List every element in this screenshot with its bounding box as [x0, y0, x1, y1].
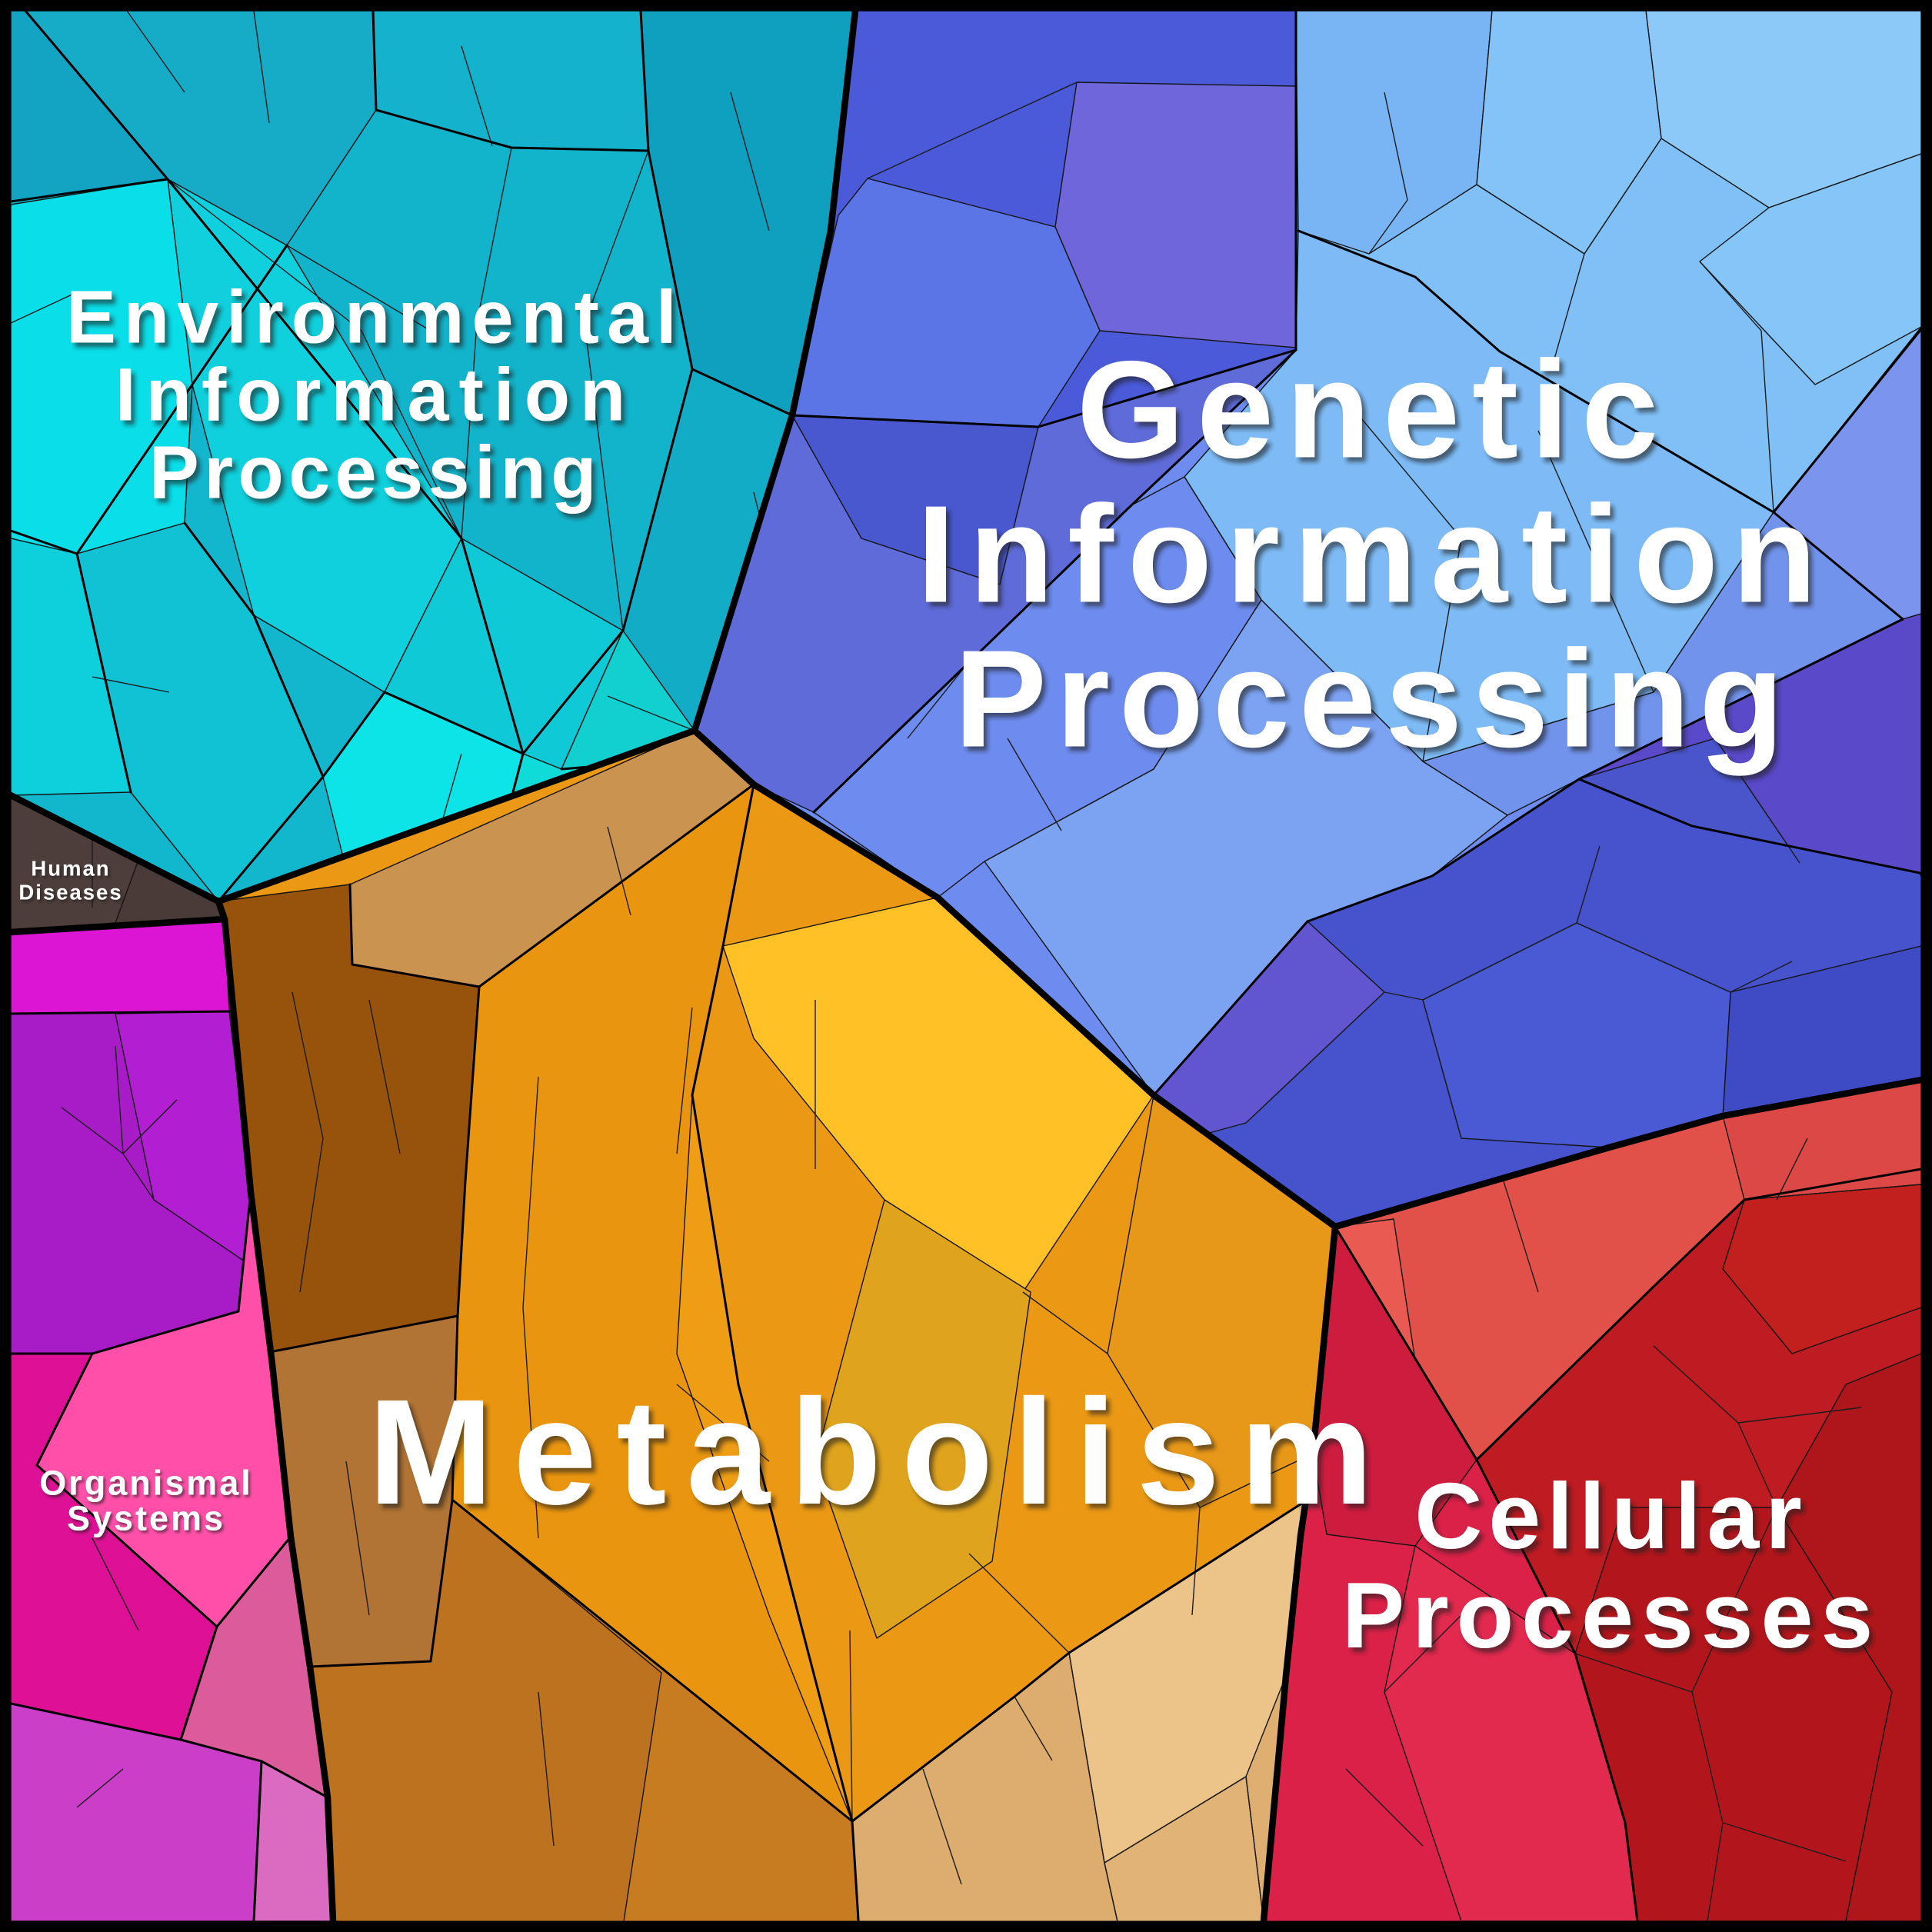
svg-text:Information: Information: [917, 478, 1830, 632]
svg-text:Processes: Processes: [1342, 1563, 1880, 1667]
svg-text:Genetic: Genetic: [1077, 333, 1671, 488]
svg-text:Diseases: Diseases: [18, 881, 122, 904]
svg-text:Processing: Processing: [149, 431, 601, 515]
svg-text:Information: Information: [115, 353, 635, 437]
svg-text:Systems: Systems: [67, 1499, 225, 1538]
svg-text:Human: Human: [31, 857, 110, 881]
svg-text:Organismal: Organismal: [39, 1464, 253, 1503]
svg-text:Environmental: Environmental: [66, 275, 685, 359]
svg-text:Metabolism: Metabolism: [368, 1368, 1394, 1536]
svg-text:Cellular: Cellular: [1414, 1464, 1808, 1568]
svg-text:Processing: Processing: [954, 622, 1793, 777]
